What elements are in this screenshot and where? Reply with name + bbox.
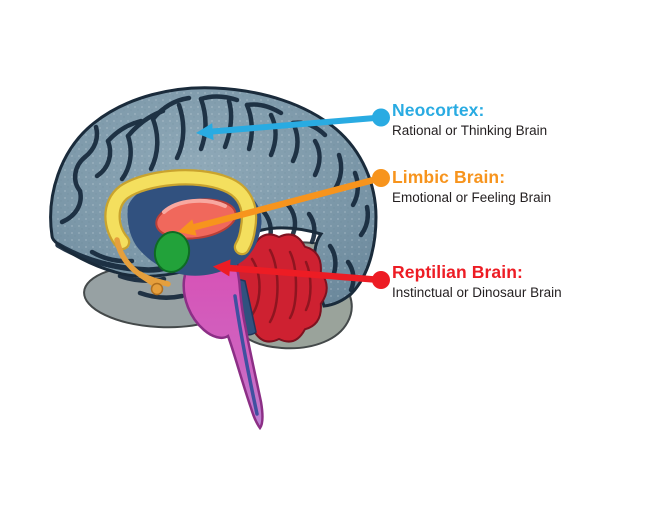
reptilian-title: Reptilian Brain: (392, 262, 523, 282)
limbic-title: Limbic Brain: (392, 167, 506, 187)
reptilian-label: Reptilian Brain: Instinctual or Dinosaur… (392, 261, 570, 303)
spinal-stripe (233, 294, 259, 416)
thalamus-highlight (162, 198, 227, 214)
limbic-label: Limbic Brain: Emotional or Feeling Brain (392, 166, 551, 208)
neocortex-pointer-dot (372, 108, 390, 127)
reptilian-subtitle: Instinctual or Dinosaur Brain (392, 285, 562, 300)
cerebellum-group (230, 233, 328, 343)
neocortex-pointer-line (209, 114, 384, 135)
limbic-subtitle: Emotional or Feeling Brain (392, 190, 552, 205)
reptilian-pointer (213, 259, 390, 289)
neocortex-arrowhead-icon (196, 123, 214, 141)
reptilian-pointer-line (225, 264, 385, 284)
neocortex-title: Neocortex: (392, 100, 485, 120)
limbic-pointer-dot (372, 169, 390, 187)
limbic-pointer-line (189, 174, 385, 231)
limbic-pointer (178, 169, 390, 236)
cerebellum-folia-lines (250, 248, 312, 324)
pituitary-ball (150, 282, 164, 296)
brainstem-shape (182, 243, 264, 431)
reptilian-arrowhead-icon (213, 259, 231, 277)
neocortex-pointer (196, 108, 390, 141)
neocortex-subtitle: Rational or Thinking Brain (392, 123, 548, 138)
limbic-arrowhead-icon (178, 219, 197, 236)
neocortex-label: Neocortex: Rational or Thinking Brain (392, 99, 547, 141)
sulci-lines (55, 94, 370, 300)
corpus-callosum-shape (106, 171, 255, 253)
reptilian-pointer-dot (372, 271, 390, 289)
pituitary-stalk-shape (114, 237, 171, 289)
brainstem-group (182, 243, 264, 431)
hypothalamus-shape (153, 231, 191, 273)
